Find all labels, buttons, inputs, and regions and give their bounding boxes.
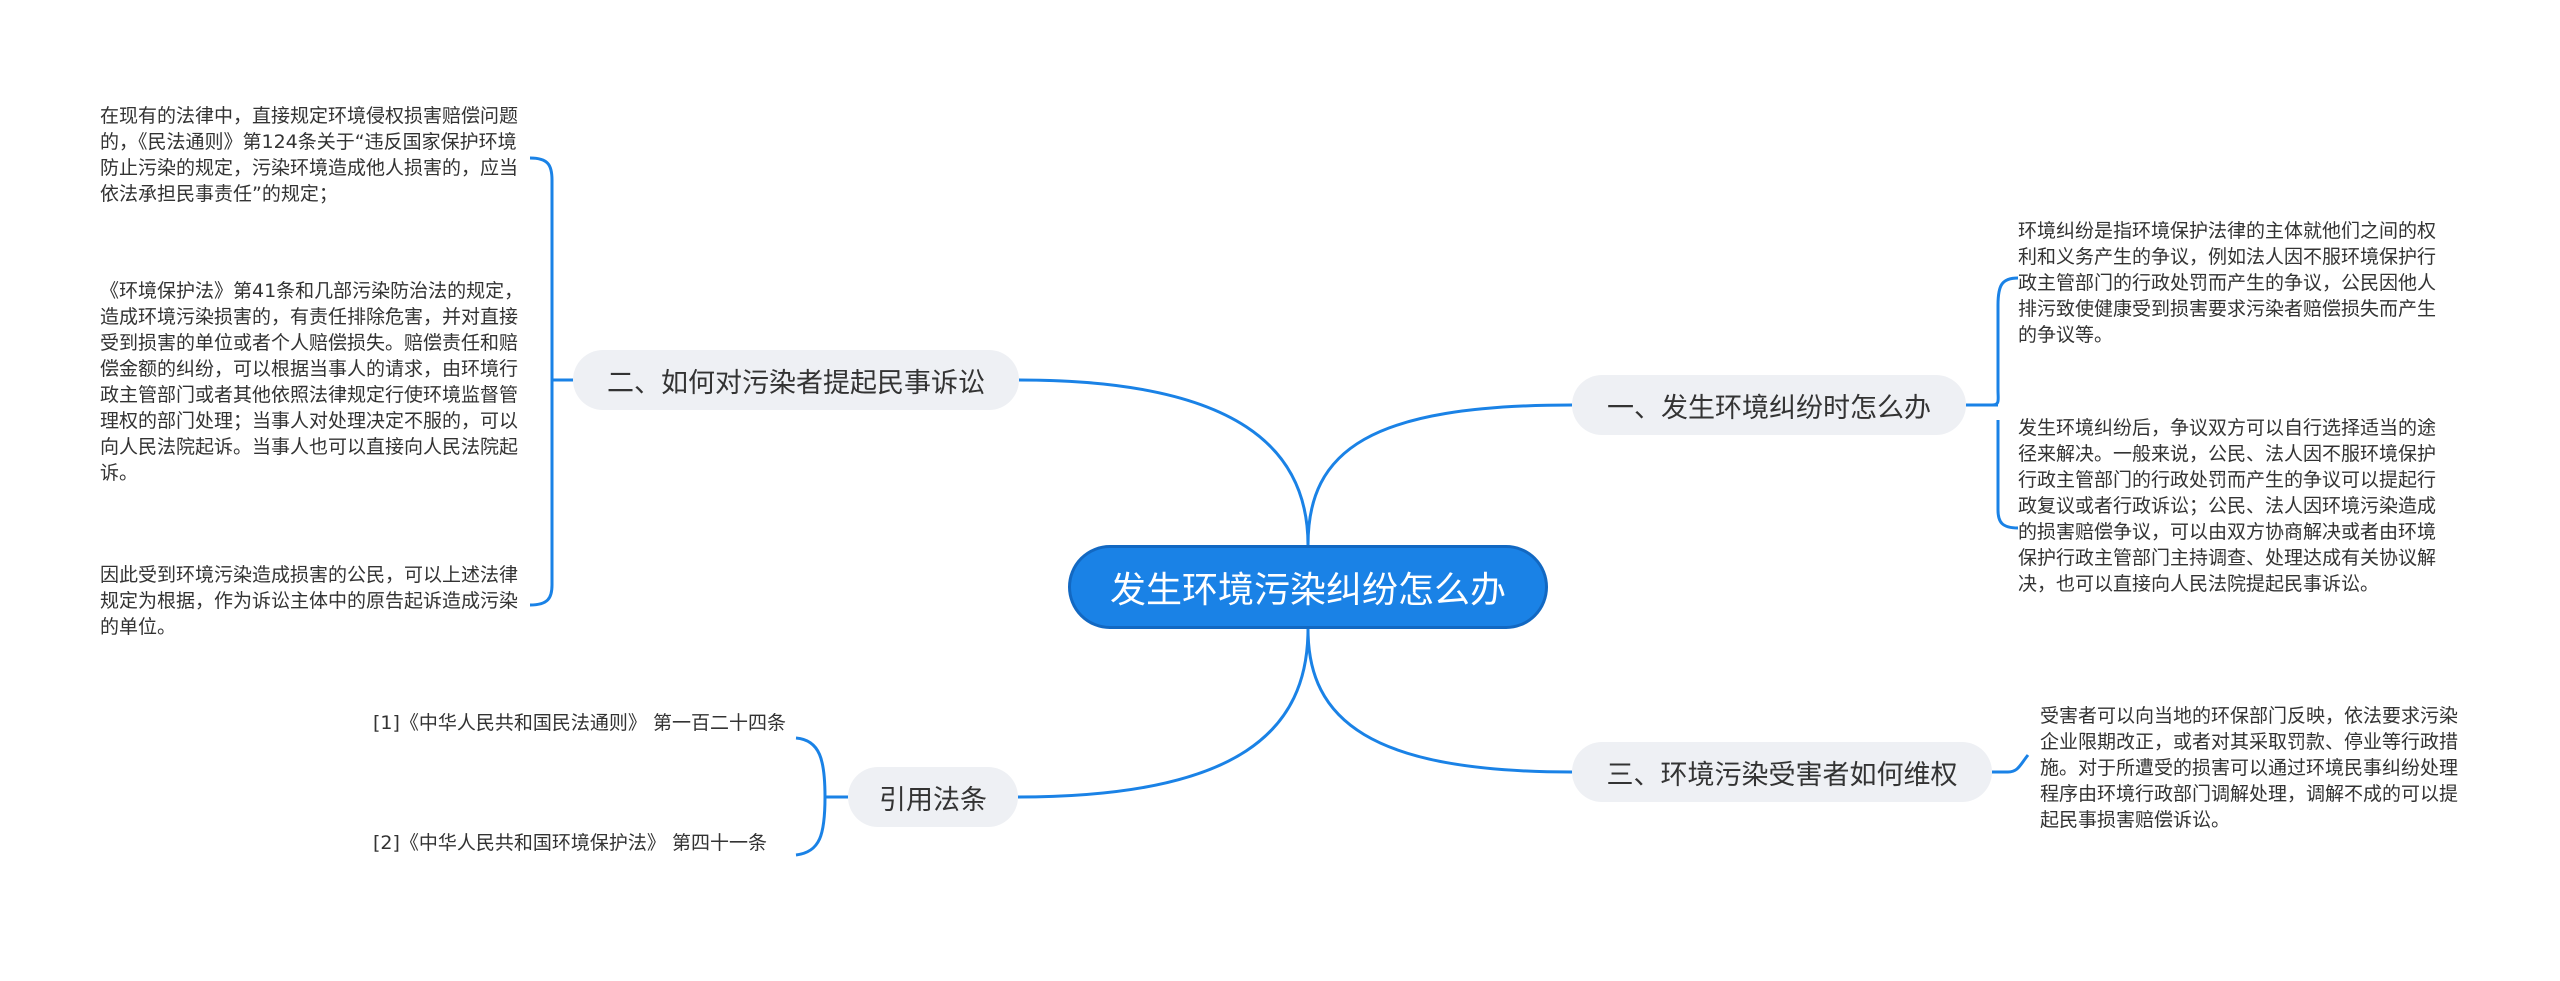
brace-branch-4 bbox=[795, 736, 848, 857]
branch-2-leaf-1: 在现有的法律中，直接规定环境侵权损害赔偿问题的，《民法通则》第124条关于“违反… bbox=[100, 105, 519, 205]
link-root-branch-2 bbox=[1018, 378, 1310, 546]
branch-2-leaf-3: 因此受到环境污染造成损害的公民，可以上述法律规定为根据，作为诉讼主体中的原告起诉… bbox=[100, 564, 519, 638]
branch-1-leaf-1: 环境纠纷是指环境保护法律的主体就他们之间的权利和义务产生的争议，例如法人因不服环… bbox=[2018, 220, 2437, 346]
branch-2-label: 二、如何对污染者提起民事诉讼 bbox=[607, 367, 985, 399]
branch-4-topic[interactable]: 引用法条 bbox=[848, 767, 1018, 827]
branch-2-topic[interactable]: 二、如何对污染者提起民事诉讼 bbox=[573, 350, 1019, 410]
link-root-branch-4 bbox=[1017, 628, 1310, 799]
branch-3-leaf-1: 受害者可以向当地的环保部门反映，依法要求污染企业限期改正，或者对其采取罚款、停业… bbox=[2040, 705, 2459, 831]
branch-4-label: 引用法条 bbox=[879, 784, 987, 816]
branch-3-label: 三、环境污染受害者如何维权 bbox=[1606, 759, 1958, 791]
link-root-branch-3 bbox=[1306, 628, 1573, 774]
root-topic-label: 发生环境污染纠纷怎么办 bbox=[1109, 570, 1506, 611]
branch-1-topic[interactable]: 一、发生环境纠纷时怎么办 bbox=[1572, 375, 1966, 435]
branch-3-topic[interactable]: 三、环境污染受害者如何维权 bbox=[1572, 742, 1992, 802]
branch-1-leaf-2: 发生环境纠纷后，争议双方可以自行选择适当的途径来解决。一般来说，公民、法人因不服… bbox=[2018, 417, 2437, 595]
branch-4-leaf-1: [1]《中华人民共和国民法通则》 第一百二十四条 bbox=[373, 712, 786, 734]
link-root-branch-1 bbox=[1306, 403, 1573, 546]
branch-4-leaf-2: [2]《中华人民共和国环境保护法》 第四十一条 bbox=[373, 832, 767, 854]
branch-1-label: 一、发生环境纠纷时怎么办 bbox=[1607, 392, 1931, 424]
root-topic[interactable]: 发生环境污染纠纷怎么办 bbox=[1068, 545, 1548, 629]
brace-branch-1 bbox=[1991, 276, 2019, 530]
brace-branch-3 bbox=[1992, 754, 2030, 774]
brace-branch-2 bbox=[529, 156, 573, 607]
branch-2-leaf-2: 《环境保护法》第41条和几部污染防治法的规定，造成环境污染损害的，有责任排除危害… bbox=[100, 280, 524, 484]
